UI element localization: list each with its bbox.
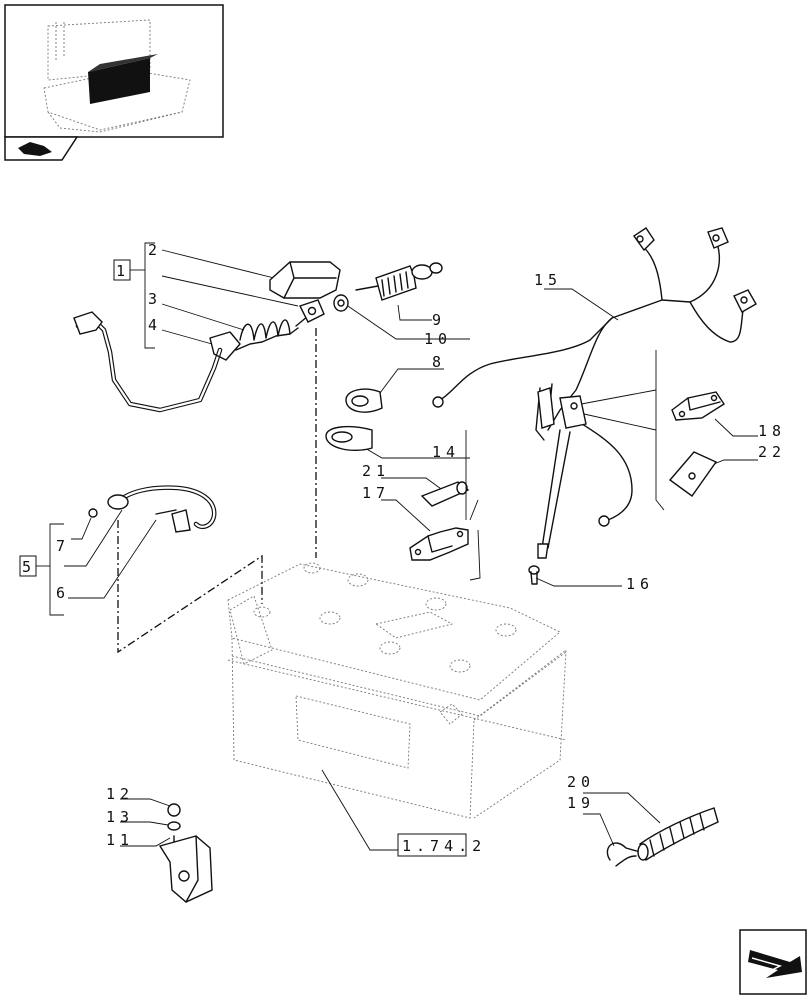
bolt-7[interactable]	[88, 508, 98, 518]
mounting-bracket-11[interactable]	[158, 835, 213, 903]
cable-spring	[235, 319, 299, 351]
fuse[interactable]	[420, 481, 470, 507]
callout-2[interactable]: 2	[148, 241, 162, 259]
callout-1[interactable]: 1	[116, 262, 130, 280]
reference-label[interactable]: 1.74.2	[402, 837, 486, 855]
assembly-lines	[117, 328, 317, 654]
positive-cable[interactable]	[73, 299, 325, 413]
callout-9[interactable]: 9	[432, 311, 446, 329]
callout-13[interactable]: 13	[106, 808, 134, 826]
bracket-plate[interactable]	[668, 451, 718, 497]
harness-connector-c	[733, 289, 757, 313]
callout-17[interactable]: 17	[362, 484, 390, 502]
callout-7[interactable]: 7	[56, 537, 70, 555]
callout-21[interactable]: 21	[362, 462, 390, 480]
group-bracket-5	[19, 523, 64, 616]
harness-connector-a	[633, 227, 655, 252]
group-bracket-1	[113, 242, 155, 349]
callout-6[interactable]: 6	[56, 584, 70, 602]
relay[interactable]	[671, 391, 725, 421]
callout-15[interactable]: 15	[534, 271, 562, 289]
callout-4[interactable]: 4	[148, 316, 162, 334]
reference-callout	[321, 350, 665, 857]
callout-11[interactable]: 11	[106, 831, 134, 849]
thumbnail-frame	[4, 4, 224, 138]
screw-16[interactable]	[528, 565, 540, 585]
nut-12[interactable]	[167, 803, 181, 817]
harness-connector-b	[707, 227, 729, 249]
section-hand-icon[interactable]	[4, 136, 79, 161]
negative-cable[interactable]	[107, 485, 217, 533]
cable-clip-8[interactable]	[345, 388, 383, 413]
callout-18[interactable]: 18	[758, 422, 786, 440]
callout-19[interactable]: 19	[567, 794, 595, 812]
cable-clip-14[interactable]	[325, 425, 373, 452]
battery-location-thumbnail	[43, 19, 191, 133]
callout-22[interactable]: 22	[758, 443, 786, 461]
callout-14[interactable]: 14	[432, 443, 460, 461]
protective-sleeve[interactable]	[606, 807, 719, 867]
callout-8[interactable]: 8	[432, 353, 446, 371]
callout-16[interactable]: 16	[626, 575, 654, 593]
fuse-holder[interactable]	[409, 527, 469, 561]
battery	[227, 562, 567, 819]
terminal-cover[interactable]	[269, 261, 341, 299]
next-page-arrow-icon[interactable]	[739, 929, 807, 995]
wiring-harness[interactable]	[432, 227, 757, 559]
washer[interactable]	[333, 294, 349, 312]
leader-lines	[64, 249, 758, 847]
callout-20[interactable]: 20	[567, 773, 595, 791]
callout-12[interactable]: 12	[106, 785, 134, 803]
washer-13[interactable]	[167, 821, 181, 831]
threaded-stud[interactable]	[355, 262, 443, 301]
callout-3[interactable]: 3	[148, 290, 162, 308]
callout-5[interactable]: 5	[22, 558, 36, 576]
